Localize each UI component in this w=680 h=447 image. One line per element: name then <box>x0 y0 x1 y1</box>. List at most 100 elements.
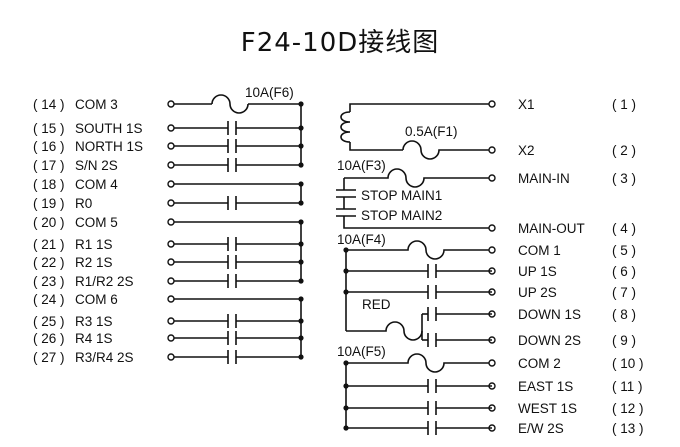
left-terminal-dot <box>167 295 175 303</box>
right-terminal-dot <box>488 224 496 232</box>
diagram-title: F24-10D接线图 <box>240 28 440 58</box>
right-junction-dot <box>343 405 349 411</box>
fuse-f6-symbol <box>211 94 249 114</box>
left-terminal-label: R2 1S <box>75 255 113 270</box>
right-terminal-number: ( 13 ) <box>612 421 644 436</box>
left-terminal-number: ( 17 ) <box>33 158 65 173</box>
left-terminal-number: ( 20 ) <box>33 215 65 230</box>
left-terminal-label: NORTH 1S <box>75 139 143 154</box>
right-terminal-dot <box>488 146 496 154</box>
right-terminal-label: COM 1 <box>518 243 561 258</box>
left-terminal-dot <box>167 334 175 342</box>
left-terminal-dot <box>167 180 175 188</box>
left-junction-dot <box>298 162 304 168</box>
left-terminal-label: COM 5 <box>75 215 118 230</box>
right-terminal-dot <box>488 246 496 254</box>
fuse-f4-label: 10A(F4) <box>337 232 386 247</box>
right-terminal-number: ( 3 ) <box>612 171 636 186</box>
right-terminal-label: X2 <box>518 143 535 158</box>
right-junction-dot <box>343 289 349 295</box>
right-terminal-number: ( 5 ) <box>612 243 636 258</box>
left-terminal-number: ( 25 ) <box>33 314 65 329</box>
right-terminal-label: E/W 2S <box>518 421 564 436</box>
red-fuse-symbol <box>346 321 423 341</box>
right-terminal-number: ( 8 ) <box>612 307 636 322</box>
left-junction-dot <box>298 143 304 149</box>
right-junction-dot <box>343 247 349 253</box>
left-junction-dot <box>298 101 304 107</box>
left-terminal-dot <box>167 142 175 150</box>
left-terminal-dot <box>167 218 175 226</box>
left-terminal-label: R4 1S <box>75 331 113 346</box>
left-junction-dot <box>298 278 304 284</box>
left-junction-dot <box>298 241 304 247</box>
right-terminal-label: UP 2S <box>518 285 557 300</box>
left-terminal-number: ( 26 ) <box>33 331 65 346</box>
right-terminal-number: ( 11 ) <box>612 379 643 394</box>
left-terminal-dot <box>167 277 175 285</box>
left-terminal-label: R0 <box>75 196 92 211</box>
left-terminal-label: R3/R4 2S <box>75 350 134 365</box>
left-terminal-number: ( 19 ) <box>33 196 65 211</box>
left-junction-dot <box>298 354 304 360</box>
left-terminal-number: ( 23 ) <box>33 274 65 289</box>
right-terminal-number: ( 10 ) <box>612 356 644 371</box>
right-junction-dot <box>343 268 349 274</box>
left-terminal-dot <box>167 100 175 108</box>
right-terminal-label: DOWN 2S <box>518 333 581 348</box>
left-junction-dot <box>298 219 304 225</box>
left-terminal-dot <box>167 353 175 361</box>
left-terminal-dot <box>167 240 175 248</box>
fuse-f3-label: 10A(F3) <box>337 158 386 173</box>
left-junction-dot <box>298 181 304 187</box>
right-terminal-block: X1( 1 )X2( 2 )MAIN-IN( 3 )MAIN-OUT( 4 )C… <box>343 97 644 436</box>
left-terminal-number: ( 21 ) <box>33 237 65 252</box>
left-terminal-number: ( 16 ) <box>33 139 65 154</box>
right-terminal-dot <box>488 359 496 367</box>
left-junction-dot <box>298 125 304 131</box>
fuse-f5-symbol <box>346 353 492 373</box>
right-terminal-label: X1 <box>518 97 535 112</box>
fuse-f5-label: 10A(F5) <box>337 344 386 359</box>
right-terminal-dot <box>488 100 496 108</box>
right-terminal-number: ( 6 ) <box>612 264 636 279</box>
right-terminal-dot <box>488 174 496 182</box>
left-terminal-dot <box>167 258 175 266</box>
left-terminal-number: ( 18 ) <box>33 177 65 192</box>
right-terminal-label: MAIN-OUT <box>518 221 585 236</box>
left-terminal-dot <box>167 199 175 207</box>
red-fuse-label: RED <box>362 297 391 312</box>
right-terminal-number: ( 7 ) <box>612 285 636 300</box>
fuse-f1-label: 0.5A(F1) <box>405 124 458 139</box>
left-terminal-number: ( 24 ) <box>33 292 65 307</box>
left-terminal-dot <box>167 124 175 132</box>
stop-main2-label: STOP MAIN2 <box>361 208 442 223</box>
fuse-f1-symbol <box>402 140 492 160</box>
fuse-f4-symbol <box>346 240 492 260</box>
coil-symbol <box>340 103 492 151</box>
right-junction-dot <box>343 383 349 389</box>
right-terminal-number: ( 1 ) <box>612 97 636 112</box>
left-terminal-dot <box>167 161 175 169</box>
left-terminal-label: COM 3 <box>75 97 118 112</box>
right-junction-dot <box>343 360 349 366</box>
right-terminal-label: EAST 1S <box>518 379 573 394</box>
left-terminal-number: ( 22 ) <box>33 255 65 270</box>
left-terminal-label: SOUTH 1S <box>75 121 143 136</box>
left-terminal-label: R3 1S <box>75 314 113 329</box>
left-junction-dot <box>298 296 304 302</box>
right-terminal-number: ( 4 ) <box>612 221 636 236</box>
right-terminal-label: UP 1S <box>518 264 557 279</box>
fuse-f6-label: 10A(F6) <box>245 85 294 100</box>
left-terminal-number: ( 15 ) <box>33 121 65 136</box>
left-junction-dot <box>298 200 304 206</box>
right-terminal-label: MAIN-IN <box>518 171 570 186</box>
left-terminal-block: ( 14 ) COM 3 ( 15 ) SOUTH 1S ( 16 ) NORTH 1S (… <box>33 97 304 365</box>
left-terminal-number: ( 14 ) <box>33 97 65 112</box>
left-terminal-label: S/N 2S <box>75 158 118 173</box>
left-terminal-label: COM 6 <box>75 292 118 307</box>
right-terminal-label: WEST 1S <box>518 401 577 416</box>
left-terminal-label: R1 1S <box>75 237 113 252</box>
stop-main1-label: STOP MAIN1 <box>361 188 442 203</box>
right-terminal-number: ( 9 ) <box>612 333 636 348</box>
